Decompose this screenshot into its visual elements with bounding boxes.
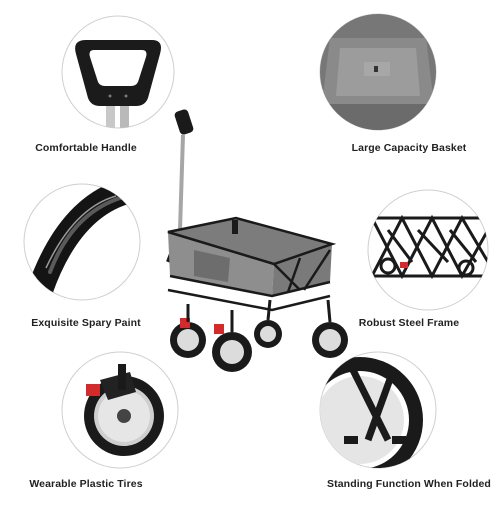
basket-detail-circle	[319, 13, 437, 131]
feature-label-basket: Large Capacity Basket	[351, 142, 467, 154]
feature-label-tires: Wearable Plastic Tires	[29, 478, 143, 490]
feature-label-paint: Exquisite Spary Paint	[31, 317, 141, 329]
feature-label-handle: Comfortable Handle	[35, 142, 137, 154]
feature-label-frame: Robust Steel Frame	[358, 317, 460, 329]
paint-detail-circle	[23, 183, 141, 301]
feature-label-standing: Standing Function When Folded	[327, 478, 491, 490]
tire-detail-circle	[61, 351, 179, 469]
wagon-illustration	[166, 109, 348, 372]
frame-detail-circle	[367, 189, 489, 311]
standing-detail-circle	[319, 351, 437, 469]
handle-detail-circle	[61, 15, 175, 129]
